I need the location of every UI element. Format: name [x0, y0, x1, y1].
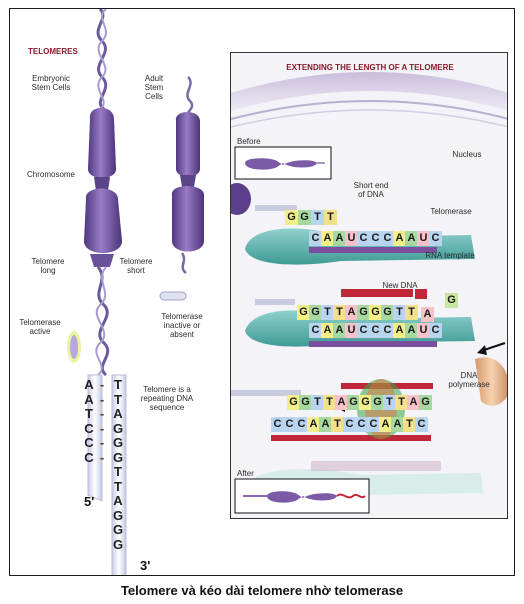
strand-pairing: --- ---	[99, 377, 105, 465]
label-after: After	[237, 469, 254, 478]
label-telomerase-inactive: Telomerase inactive or absent	[161, 312, 203, 339]
left-title: TELOMERES	[28, 47, 78, 56]
label-before: Before	[237, 137, 261, 146]
label-telomerase: Telomerase	[430, 207, 472, 216]
extending-illustration	[231, 72, 507, 514]
label-adult: Adult Stem Cells	[144, 74, 164, 101]
label-telomere-short: Telomere short	[119, 257, 153, 275]
label-repeating-sequence: Telomere is a repeating DNA sequence	[140, 385, 194, 412]
label-telomerase-active: Telomerase active	[19, 318, 61, 336]
label-3-prime: 3'	[140, 558, 151, 573]
label-telomere-long: Telomere long	[31, 257, 65, 275]
label-rna-template: RNA template	[425, 251, 475, 260]
label-short-end: Short end of DNA	[353, 181, 389, 199]
label-5-prime: 5'	[84, 494, 95, 509]
extending-panel: EXTENDING THE LENGTH OF A TELOMERE Befor…	[230, 52, 508, 519]
right-title: EXTENDING THE LENGTH OF A TELOMERE	[286, 63, 454, 72]
chromosome-illustration	[67, 9, 204, 575]
label-dna-polymerase: DNA polymerase	[448, 371, 490, 389]
figure-caption: Telomere và kéo dài telomere nhờ telomer…	[120, 583, 404, 598]
label-new-dna: New DNA	[382, 281, 418, 290]
label-chromosome: Chromosome	[26, 170, 75, 179]
label-nucleus: Nucleus	[452, 150, 482, 159]
label-embryonic: Embryonic Stem Cells	[31, 74, 71, 92]
